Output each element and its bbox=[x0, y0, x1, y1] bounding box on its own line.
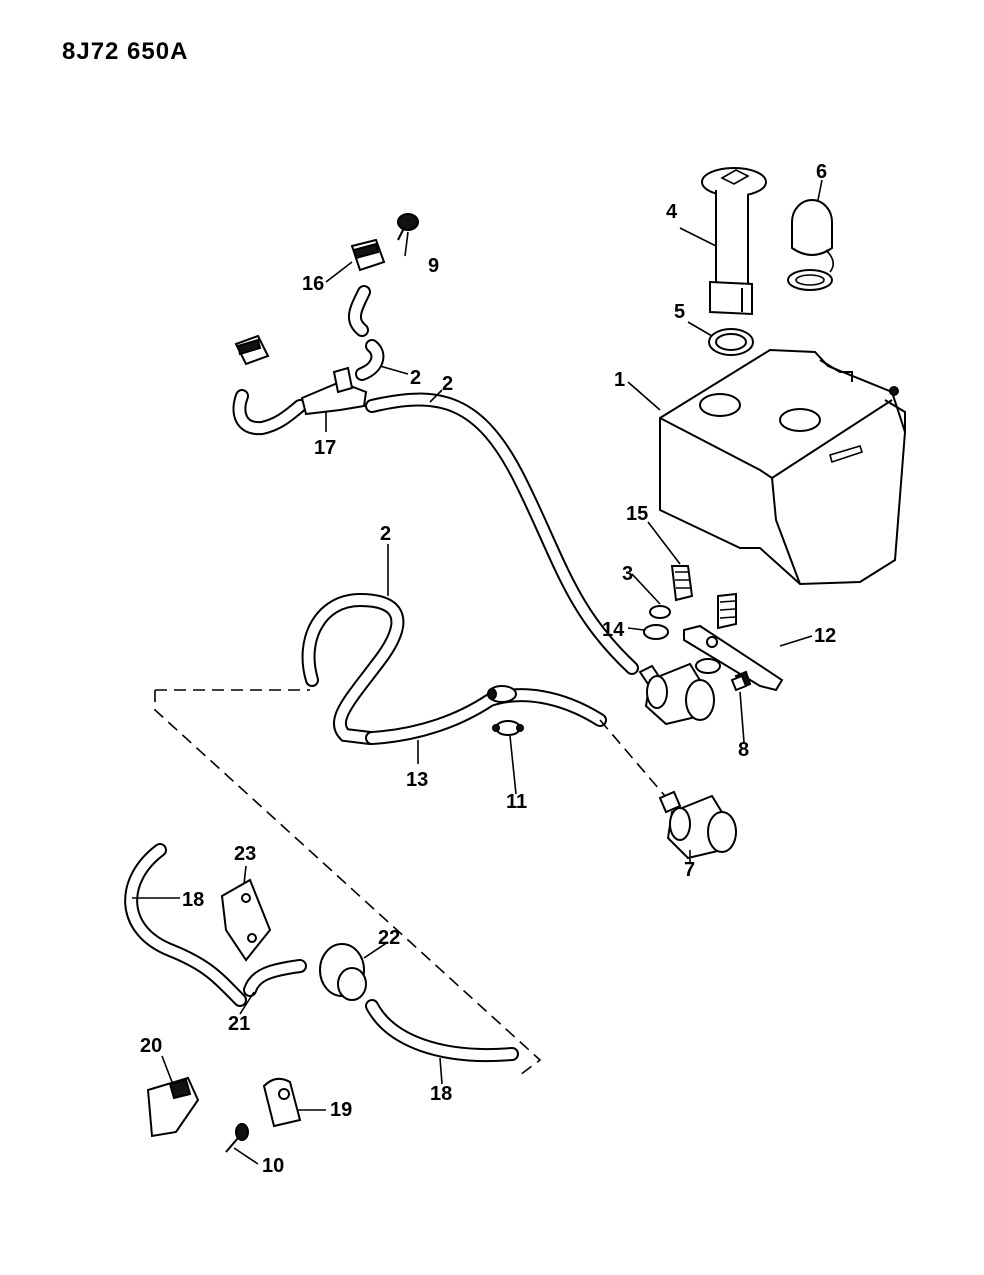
callout-19: 19 bbox=[330, 1099, 352, 1121]
callout-23: 23 bbox=[234, 843, 256, 865]
callout-1: 1 bbox=[614, 369, 625, 391]
nozzle-20 bbox=[146, 1076, 200, 1138]
washer-pump-7 bbox=[658, 790, 737, 860]
callout-7: 7 bbox=[684, 859, 695, 881]
elbow-21 bbox=[243, 959, 307, 997]
callout-12: 12 bbox=[814, 625, 836, 647]
seal-lower bbox=[695, 658, 721, 674]
diagram-code: 8J72 650A bbox=[62, 38, 189, 65]
nozzle-16 bbox=[350, 238, 386, 272]
pump-grommet-lower bbox=[717, 592, 737, 630]
callout-18: 18 bbox=[430, 1083, 452, 1105]
routing-line bbox=[154, 689, 542, 1076]
callout-17: 17 bbox=[314, 437, 336, 459]
nozzle-left bbox=[234, 334, 270, 366]
callout-9: 9 bbox=[428, 255, 439, 277]
tee-fitting-17 bbox=[300, 366, 368, 416]
washer-reservoir bbox=[659, 348, 907, 586]
grommet-22 bbox=[319, 943, 367, 1001]
neck-gasket bbox=[708, 328, 754, 356]
callout-4: 4 bbox=[666, 201, 678, 223]
callouts: 1 2 2 2 3 4 5 6 7 8 9 10 11 12 13 14 15 … bbox=[140, 161, 836, 1177]
callout-10: 10 bbox=[262, 1155, 284, 1177]
callout-2: 2 bbox=[380, 523, 391, 545]
callout-21: 21 bbox=[228, 1013, 250, 1035]
routing-line-pump bbox=[599, 719, 666, 797]
callout-2: 2 bbox=[410, 367, 421, 389]
callout-18: 18 bbox=[182, 889, 204, 911]
callout-20: 20 bbox=[140, 1035, 162, 1057]
valve-11 bbox=[492, 720, 524, 736]
callout-14: 14 bbox=[602, 619, 625, 641]
screw-9 bbox=[397, 213, 419, 241]
leader-lines bbox=[132, 179, 823, 1165]
seal-3 bbox=[649, 605, 671, 619]
callout-15: 15 bbox=[626, 503, 648, 525]
callout-5: 5 bbox=[674, 301, 685, 323]
pump-grommet-15 bbox=[670, 565, 694, 602]
check-valve bbox=[487, 685, 517, 703]
screw-8 bbox=[730, 674, 748, 692]
callout-3: 3 bbox=[622, 563, 633, 585]
washer-pump-upper bbox=[638, 662, 715, 726]
callout-22: 22 bbox=[378, 927, 400, 949]
callout-16: 16 bbox=[302, 273, 324, 295]
rivet-10 bbox=[225, 1123, 249, 1153]
callout-2: 2 bbox=[442, 373, 453, 395]
callout-11: 11 bbox=[506, 791, 527, 813]
bracket-23 bbox=[220, 878, 272, 962]
clip-19 bbox=[262, 1077, 302, 1128]
callout-6: 6 bbox=[816, 161, 827, 183]
reservoir-cap bbox=[787, 199, 834, 291]
callout-13: 13 bbox=[406, 769, 428, 791]
filler-neck bbox=[701, 167, 767, 316]
seal-14 bbox=[643, 624, 669, 640]
callout-8: 8 bbox=[738, 739, 749, 761]
